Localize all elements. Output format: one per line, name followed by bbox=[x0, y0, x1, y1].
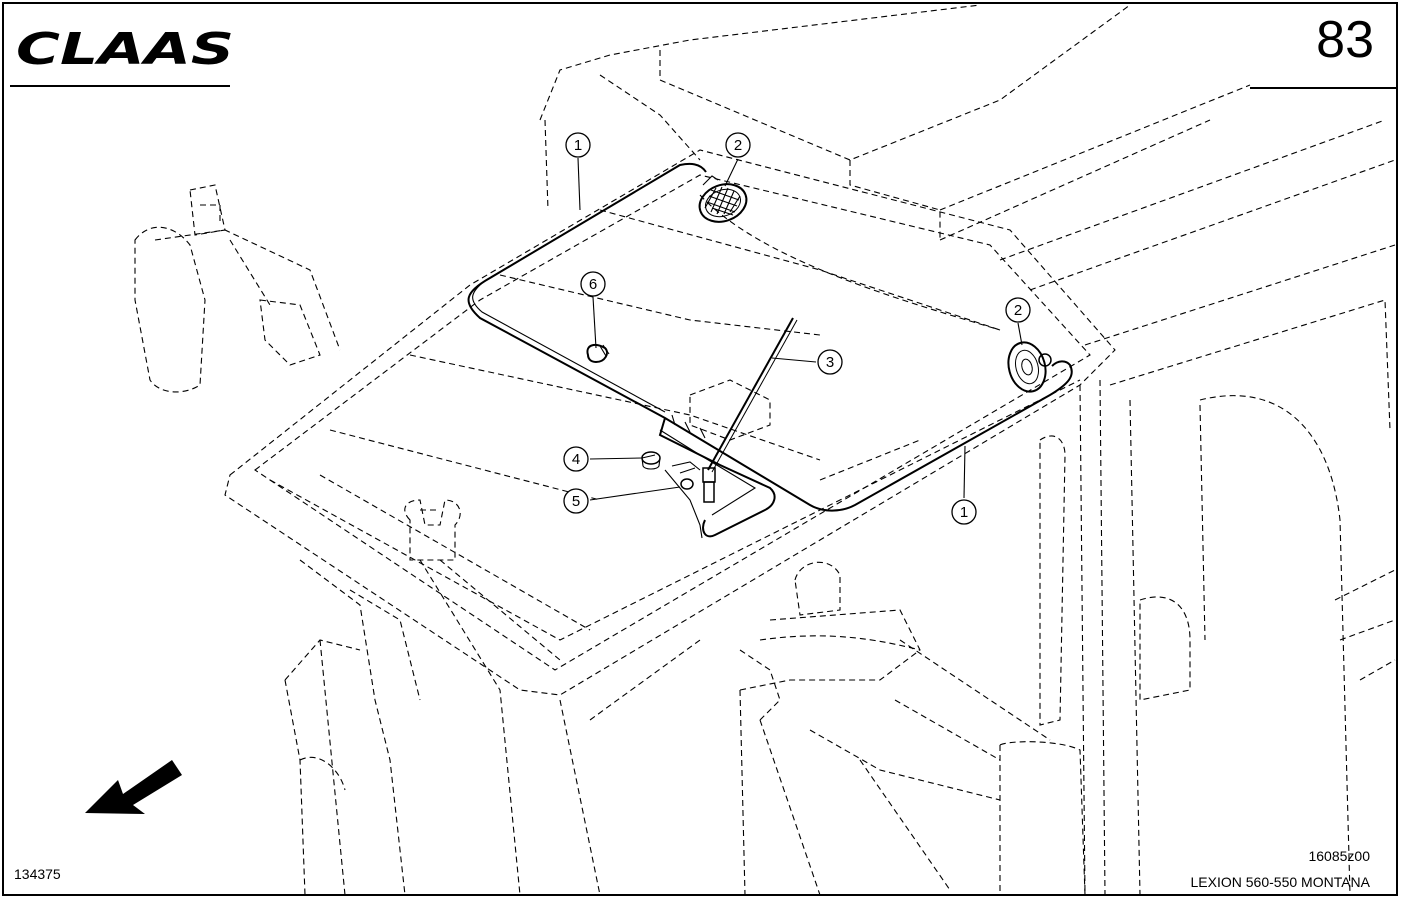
logo-text: CLAAS bbox=[16, 24, 234, 75]
callout-label: 2 bbox=[1014, 302, 1022, 319]
direction-arrow bbox=[85, 760, 182, 814]
page-number: 83 bbox=[1316, 11, 1374, 69]
clamp bbox=[586, 343, 610, 364]
callout-leaders bbox=[577, 157, 1023, 501]
callout-2-top: 2 bbox=[725, 132, 751, 158]
antenna bbox=[702, 317, 798, 503]
speaker-top bbox=[698, 175, 748, 223]
callout-2-right: 2 bbox=[1005, 297, 1031, 323]
wiring-harness bbox=[467, 162, 1073, 539]
callout-label: 6 bbox=[589, 276, 597, 293]
callout-label: 5 bbox=[572, 493, 580, 510]
callout-5: 5 bbox=[563, 488, 589, 514]
interior-dashed bbox=[329, 194, 1086, 896]
grommet bbox=[641, 451, 661, 470]
callout-label: 4 bbox=[572, 451, 580, 468]
document-number: 134375 bbox=[14, 866, 61, 882]
callout-3: 3 bbox=[817, 349, 843, 375]
callout-label: 1 bbox=[960, 504, 968, 521]
callout-1-top: 1 bbox=[565, 132, 591, 158]
speaker-right bbox=[1007, 341, 1052, 393]
figure-code: 16085z00 bbox=[1308, 848, 1370, 864]
ring-terminal bbox=[680, 478, 694, 490]
model-name: LEXION 560-550 MONTANA bbox=[1190, 874, 1370, 890]
callout-label: 1 bbox=[574, 137, 582, 154]
callout-4: 4 bbox=[563, 446, 589, 472]
callout-6: 6 bbox=[580, 271, 606, 297]
mirror-left-dashed bbox=[134, 184, 341, 393]
callout-label: 3 bbox=[826, 354, 834, 371]
claas-logo: CLAAS bbox=[10, 24, 234, 87]
callout-1-bottom: 1 bbox=[951, 499, 977, 525]
callout-label: 2 bbox=[734, 137, 742, 154]
cab-outline-dashed bbox=[224, 4, 1396, 896]
lower-body-dashed bbox=[284, 559, 701, 896]
